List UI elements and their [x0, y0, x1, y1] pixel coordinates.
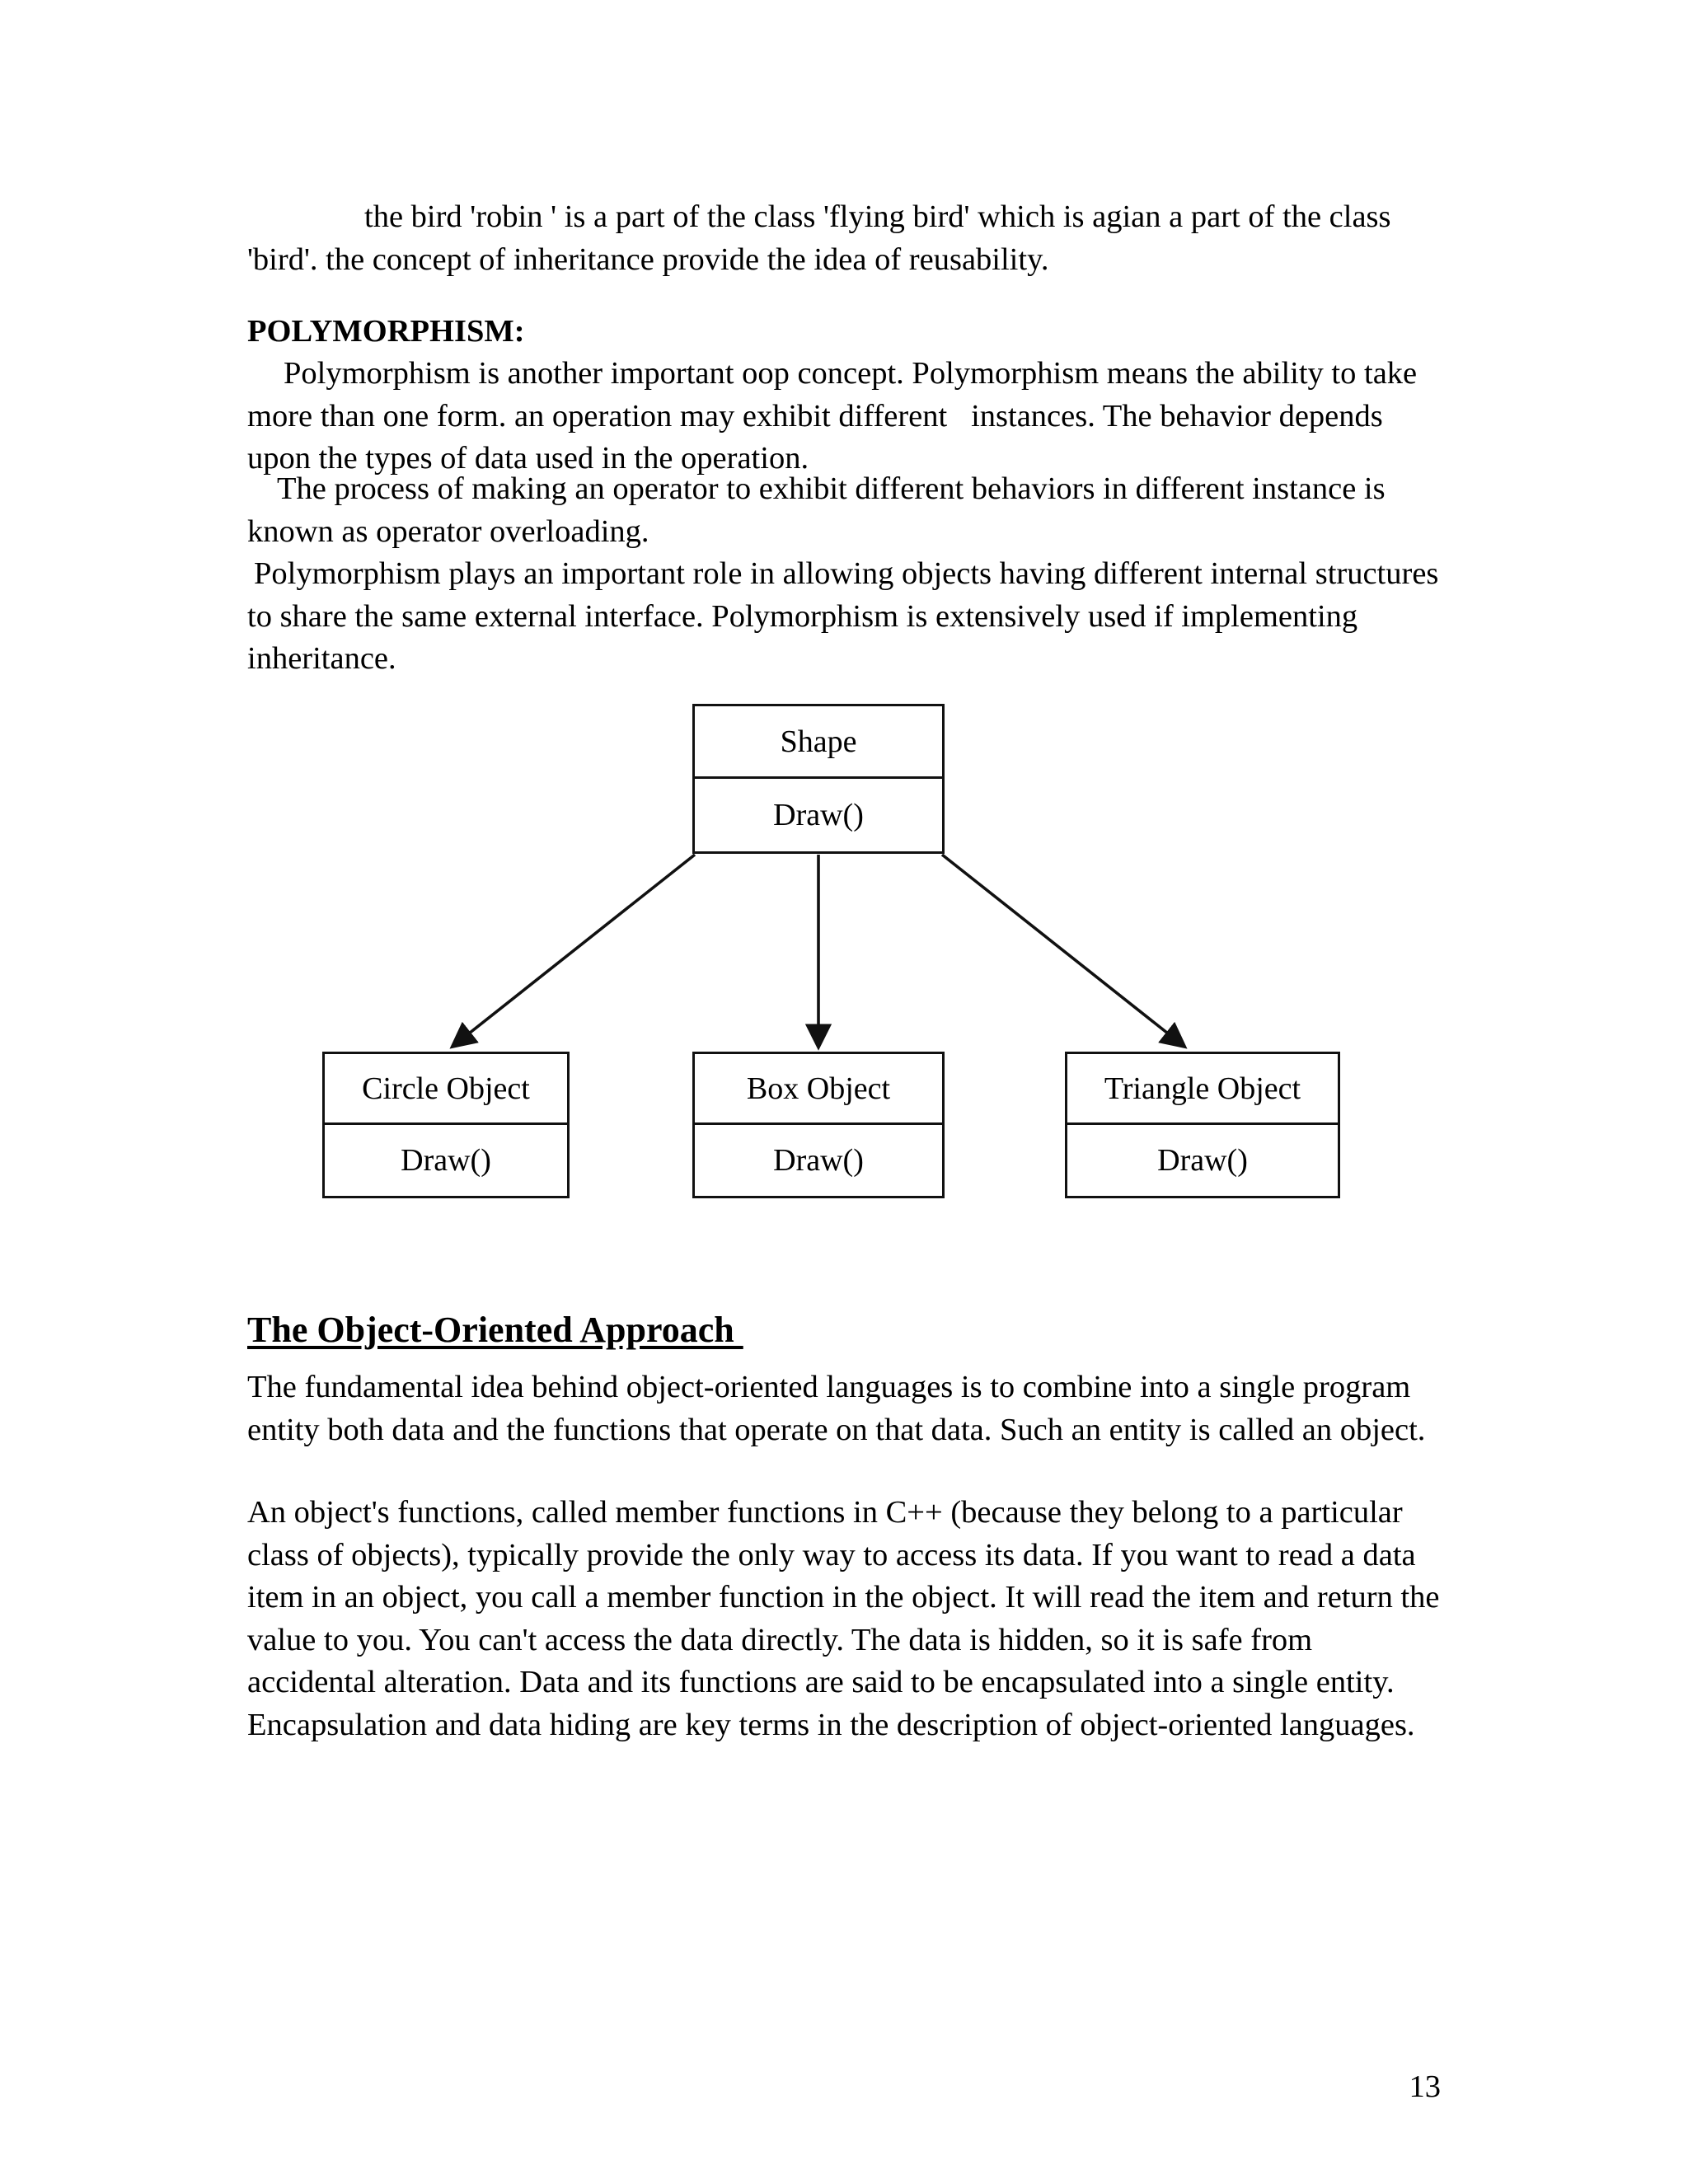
class-name: Circle Object	[325, 1054, 567, 1125]
paragraph-ooa-1: The fundamental idea behind object-orien…	[247, 1366, 1441, 1451]
paragraph-text: The process of making an operator to exh…	[247, 471, 1394, 549]
paragraph-text: An object's functions, called member fun…	[247, 1495, 1448, 1742]
class-name: Triangle Object	[1067, 1054, 1338, 1125]
paragraph-text: Polymorphism plays an important role in …	[247, 556, 1447, 676]
polymorphism-class-diagram: Shape Draw() Circle Object Draw() Box Ob…	[0, 676, 1688, 1253]
paragraph-ooa-2: An object's functions, called member fun…	[247, 1492, 1441, 1746]
page-number: 13	[0, 2067, 1442, 2107]
class-box-circle-object: Circle Object Draw()	[322, 1052, 570, 1198]
paragraph-polymorphism-2: The process of making an operator to exh…	[247, 468, 1441, 553]
class-box-triangle-object: Triangle Object Draw()	[1065, 1052, 1340, 1198]
heading-object-oriented-approach: The Object-Oriented Approach	[247, 1307, 1441, 1353]
heading-polymorphism: POLYMORPHISM:	[247, 311, 1441, 354]
class-method: Draw()	[773, 798, 864, 832]
heading-text: The Object-Oriented Approach	[247, 1310, 743, 1350]
paragraph-text: Polymorphism is another important oop co…	[247, 356, 1425, 476]
paragraph-text: the bird 'robin ' is a part of the class…	[247, 199, 1400, 277]
class-box-box-object: Box Object Draw()	[692, 1052, 945, 1198]
class-box-shape: Shape Draw()	[692, 704, 945, 854]
paragraph-text: The fundamental idea behind object-orien…	[247, 1370, 1426, 1447]
class-name: Shape	[695, 706, 942, 779]
paragraph-polymorphism-3: Polymorphism plays an important role in …	[247, 553, 1441, 681]
page-number-text: 13	[1409, 2069, 1442, 2104]
class-name: Box Object	[695, 1054, 942, 1125]
class-method: Draw()	[401, 1143, 491, 1178]
diagram-connectors	[449, 853, 1188, 1051]
edge-shape-to-triangle	[940, 853, 1188, 1049]
paragraph-polymorphism-1: Polymorphism is another important oop co…	[247, 353, 1441, 480]
class-method: Draw()	[1157, 1143, 1248, 1178]
heading-text: POLYMORPHISM:	[247, 314, 525, 349]
edge-shape-to-circle	[449, 853, 696, 1049]
paragraph-inheritance-intro: the bird 'robin ' is a part of the class…	[247, 196, 1441, 281]
class-method: Draw()	[773, 1143, 864, 1178]
